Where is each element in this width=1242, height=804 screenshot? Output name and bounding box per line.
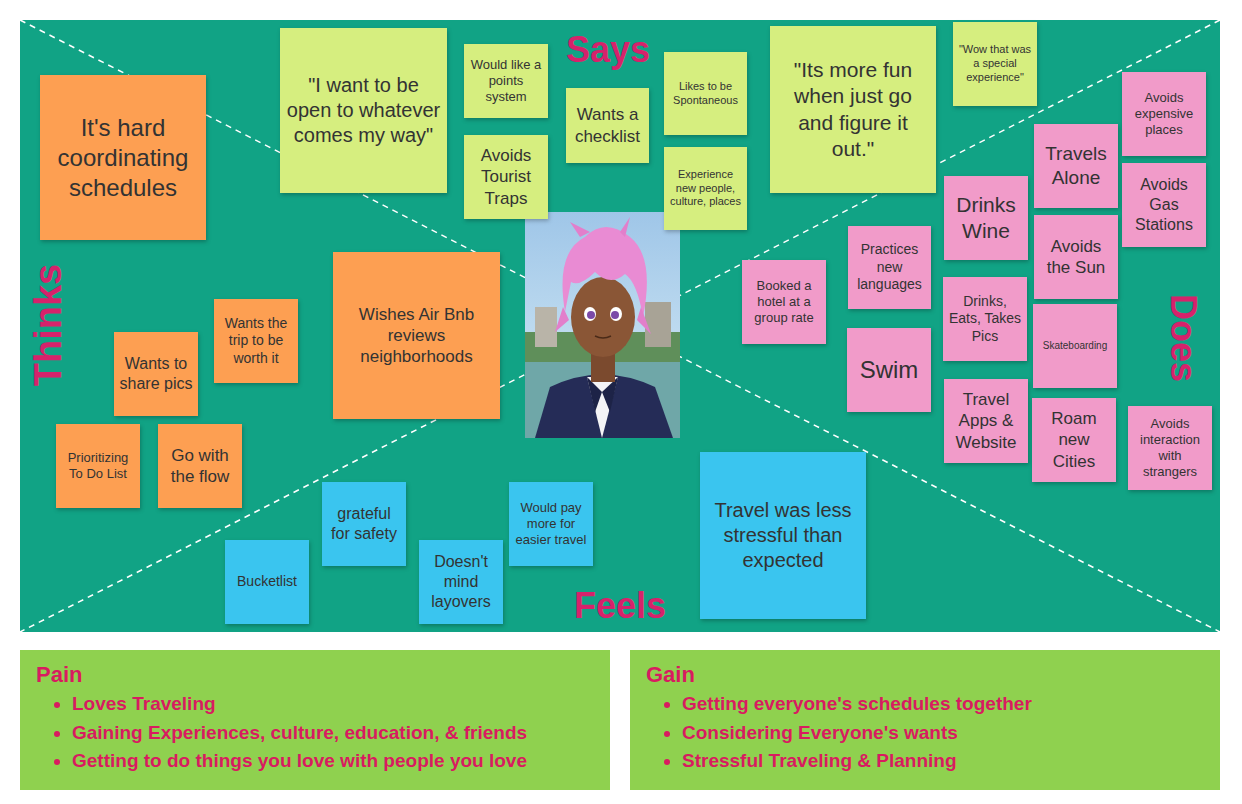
note-text: Wants a checklist [570,104,645,147]
note-text: Drinks Wine [948,192,1024,245]
note-text: Travel Apps & Website [948,389,1024,453]
bullet-item: Stressful Traveling & Planning [682,747,1204,776]
note-text: Would like a points system [468,57,544,106]
note-text: "I want to be open to whatever comes my … [284,73,443,148]
sticky-note: Would like a points system [464,44,548,118]
note-text: Wants to share pics [118,354,194,394]
sticky-note: Wants to share pics [114,332,198,416]
note-text: Avoids Gas Stations [1126,175,1202,235]
quadrant-label: Thinks [29,264,67,386]
sticky-note: "Its more fun when just go and figure it… [770,26,936,193]
note-text: Go with the flow [162,445,238,488]
quadrant-divider [20,20,1220,632]
sticky-note: Bucketlist [225,540,309,624]
sticky-note: Drinks, Eats, Takes Pics [943,277,1027,361]
note-text: Avoids Tourist Traps [468,145,544,209]
sticky-note: Experience new people, culture, places [664,147,747,230]
note-text: "Wow that was a special experience" [957,43,1033,84]
quadrant-divider [20,20,1220,632]
sticky-note: Would pay more for easier travel [509,482,593,566]
note-text: Wants the trip to be worth it [218,315,294,368]
sticky-note: Swim [847,328,931,412]
summary-panel: GainGetting everyone's schedules togethe… [630,650,1220,790]
sticky-note: Avoids expensive places [1122,72,1206,156]
note-text: Avoids interaction with strangers [1132,416,1208,481]
note-text: Avoids expensive places [1126,90,1202,139]
quadrant-label: Does [1165,294,1201,382]
sticky-note: Roam new Cities [1032,398,1116,482]
note-text: It's hard coordinating schedules [44,113,202,203]
bullet-list: Getting everyone's schedules togetherCon… [646,690,1204,776]
sticky-note: It's hard coordinating schedules [40,75,206,240]
note-text: Bucketlist [237,573,297,591]
sticky-note: Practices new languages [848,226,931,309]
sticky-note: "I want to be open to whatever comes my … [280,28,447,193]
note-text: grateful for safety [326,504,402,544]
sticky-note: Avoids the Sun [1034,215,1118,299]
bullet-item: Gaining Experiences, culture, education,… [72,719,594,748]
note-text: Prioritizing To Do List [60,450,136,483]
quadrant-label: Says [566,32,650,68]
note-text: Travels Alone [1038,142,1114,190]
persona-portrait [525,212,680,438]
sticky-note: "Wow that was a special experience" [953,22,1037,106]
summary-panel: PainLoves TravelingGaining Experiences, … [20,650,610,790]
sticky-note: Wants a checklist [566,88,649,163]
bullet-item: Considering Everyone's wants [682,719,1204,748]
sticky-note: Drinks Wine [944,176,1028,260]
note-text: Drinks, Eats, Takes Pics [947,293,1023,346]
panel-heading: Gain [646,662,1204,688]
sticky-note: grateful for safety [322,482,406,566]
sticky-note: Travel Apps & Website [944,379,1028,463]
panel-heading: Pain [36,662,594,688]
note-text: Likes to be Spontaneous [668,80,743,108]
note-text: Avoids the Sun [1038,236,1114,279]
map-ground [20,20,1220,632]
sticky-note: Wishes Air Bnb reviews neighborhoods [333,252,500,419]
note-text: Would pay more for easier travel [513,500,589,549]
note-text: Experience new people, culture, places [668,168,743,209]
sticky-note: Likes to be Spontaneous [664,52,747,135]
bullet-item: Loves Traveling [72,690,594,719]
sticky-note: Avoids Tourist Traps [464,135,548,219]
bullet-list: Loves TravelingGaining Experiences, cult… [36,690,594,776]
bullet-item: Getting everyone's schedules together [682,690,1204,719]
sticky-note: Go with the flow [158,424,242,508]
note-text: Doesn't mind layovers [423,552,499,612]
bullet-item: Getting to do things you love with peopl… [72,747,594,776]
sticky-note: Avoids interaction with strangers [1128,406,1212,490]
note-text: Skateboarding [1043,340,1108,353]
sticky-note: Prioritizing To Do List [56,424,140,508]
note-text: "Its more fun when just go and figure it… [774,57,932,162]
note-text: Practices new languages [852,241,927,294]
quadrant-label: Feels [574,588,666,624]
note-text: Wishes Air Bnb reviews neighborhoods [337,304,496,368]
note-text: Roam new Cities [1036,408,1112,472]
note-text: Booked a hotel at a group rate [746,278,822,327]
sticky-note: Skateboarding [1033,304,1117,388]
note-text: Travel was less stressful than expected [704,498,862,573]
sticky-note: Avoids Gas Stations [1122,163,1206,247]
sticky-note: Travel was less stressful than expected [700,452,866,619]
sticky-note: Wants the trip to be worth it [214,299,298,383]
sticky-note: Travels Alone [1034,124,1118,208]
sticky-note: Booked a hotel at a group rate [742,260,826,344]
sticky-note: Doesn't mind layovers [419,540,503,624]
note-text: Swim [860,355,919,385]
